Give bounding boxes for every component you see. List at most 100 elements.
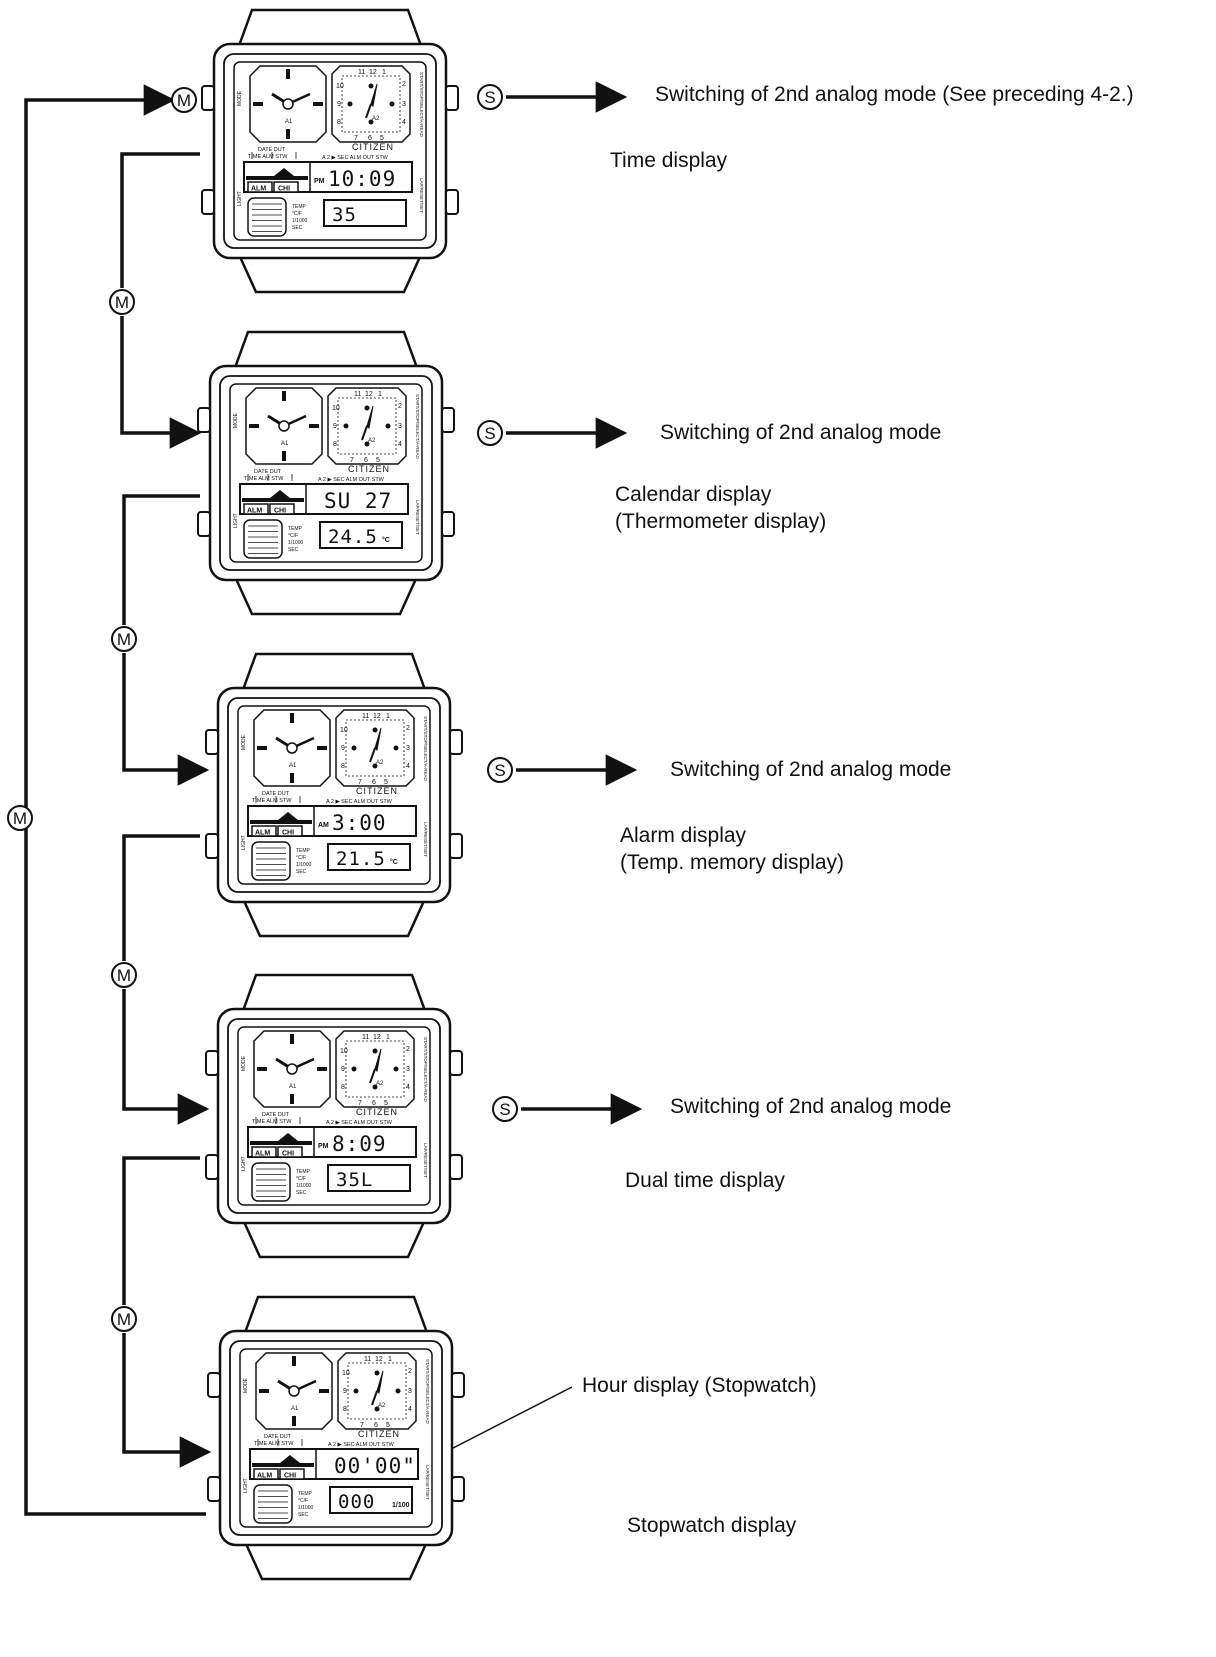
dial-number: 5	[384, 1100, 388, 1107]
dial-12-marker	[286, 69, 290, 79]
lap-button	[449, 833, 463, 859]
dial-number: 12	[373, 713, 381, 720]
dial-12-marker	[292, 1356, 296, 1366]
dial-inner-frame	[341, 75, 401, 133]
mode-row-1: DATE DUT	[254, 469, 282, 475]
watch-3: MODELIGHTSTART/STOP/SELECT/A-READLAP/RES…	[205, 652, 463, 938]
display-label-1: Time display	[610, 149, 728, 172]
dial-number: 7	[354, 135, 358, 142]
dial-6-marker	[282, 451, 286, 461]
analog-dial-a1: A1	[245, 387, 323, 465]
watch-face	[233, 61, 427, 241]
mode-label: MODE	[243, 1377, 249, 1393]
temp-label: TEMP	[296, 848, 311, 854]
dial-center	[278, 420, 290, 432]
right-side-label-2: LAP/RESET/SET	[419, 178, 424, 213]
display-sub-3: (Temp. memory display)	[620, 851, 845, 874]
dial-number: 9	[341, 745, 345, 752]
display-sub-2: (Thermometer display)	[615, 510, 827, 533]
switch-label-3: Switching of 2nd analog mode	[670, 758, 952, 781]
mode-indicator-bar	[250, 1133, 312, 1145]
dial-number: 9	[341, 1066, 345, 1073]
dial-center	[288, 1385, 300, 1397]
dial-dot	[351, 745, 357, 751]
alm-label: ALM	[255, 830, 270, 837]
switch-label-4: Switching of 2nd analog mode	[670, 1095, 952, 1118]
dial-6-marker	[290, 1094, 294, 1104]
temp-label: SEC	[292, 225, 303, 231]
dial-a2-hand	[374, 1048, 382, 1073]
s-button-1-circle	[477, 84, 503, 110]
dial-number: 3	[398, 423, 402, 430]
dial-3-marker	[317, 1067, 327, 1071]
m-button	[197, 407, 211, 433]
temp-label: TEMP	[296, 1169, 311, 1175]
watch-lug-bottom	[238, 1212, 430, 1259]
mode-indicator-bar	[246, 168, 308, 180]
dial-3-marker	[317, 746, 327, 750]
dial-a1-label: A1	[291, 1406, 299, 1412]
watch-face	[237, 705, 431, 885]
upper-value: SU 27	[324, 489, 392, 513]
dial-a2-label: A2	[376, 1081, 384, 1087]
dial-number: 5	[386, 1422, 390, 1429]
dial-dot	[395, 1388, 401, 1394]
analog-dial-a1: A1	[253, 1030, 331, 1108]
dial-a2-hand-tail	[365, 103, 372, 119]
dial-number: 4	[402, 119, 406, 126]
chi-box	[277, 1146, 303, 1158]
dial-number: 12	[369, 69, 377, 76]
a2-row: A 2 ▶ SEC ALM OUT STW	[328, 1442, 395, 1448]
lower-unit: 1/100	[392, 1502, 410, 1509]
watch-face	[239, 1348, 433, 1528]
light-grille	[251, 1162, 291, 1202]
dial-inner-frame	[345, 1040, 405, 1098]
alm-label: ALM	[247, 508, 262, 515]
mode-row-2: TIME ALM STW	[244, 476, 284, 482]
dial-number: 8	[333, 441, 337, 448]
brand-label: CITIZEN	[356, 1107, 398, 1117]
right-side-label-2: LAP/RESET/SET	[423, 1143, 428, 1178]
mode-connector-2-bottom	[122, 653, 210, 786]
s-button	[449, 729, 463, 755]
lcd-lower-frame	[323, 199, 407, 227]
s-button-4-circle	[492, 1096, 518, 1122]
mode-connector-2-top	[122, 494, 200, 625]
light-button	[205, 833, 219, 859]
watch-bezel	[219, 375, 433, 571]
dial-dot	[393, 1066, 399, 1072]
a2-row: A 2 ▶ SEC ALM OUT STW	[322, 155, 389, 161]
dial-number: 9	[333, 423, 337, 430]
brand-label: CITIZEN	[348, 464, 390, 474]
dial-dot	[385, 423, 391, 429]
lower-unit: °C	[390, 858, 398, 866]
s-button-4-letter: S	[499, 1100, 510, 1119]
dial-9-marker	[257, 746, 267, 750]
a2-row: A 2 ▶ SEC ALM OUT STW	[326, 799, 393, 805]
dial-dot	[368, 83, 374, 89]
alm-label: ALM	[257, 1473, 272, 1480]
dial-number: 9	[343, 1388, 347, 1395]
light-grille	[253, 1484, 293, 1524]
chi-label: CHI	[274, 508, 286, 515]
light-label: LIGHT	[237, 191, 243, 206]
right-side-label-2: LAP/RESET/SET	[423, 822, 428, 857]
watch-lug-top	[230, 330, 422, 377]
dial-number: 6	[372, 779, 376, 786]
m-button-step-3-letter: M	[117, 966, 131, 985]
watch-1: MODELIGHTSTART/STOP/SELECT/A-READLAP/RES…	[201, 8, 459, 294]
right-side-label: START/STOP/SELECT/A-READ	[423, 1037, 428, 1103]
upper-prefix: PM	[318, 1143, 329, 1150]
display-label-2: Calendar display	[615, 483, 772, 506]
dial-number: 8	[341, 763, 345, 770]
dial-number: 7	[360, 1422, 364, 1429]
dial-number: 5	[384, 779, 388, 786]
right-side-label-2: LAP/RESET/SET	[415, 500, 420, 535]
chi-label: CHI	[282, 1151, 294, 1158]
m-button-step-2-letter: M	[117, 630, 131, 649]
dial-dot	[393, 745, 399, 751]
lower-unit: °C	[382, 536, 390, 544]
light-grille	[247, 197, 287, 237]
light-grille	[251, 841, 291, 881]
watch-lug-bottom	[238, 891, 430, 938]
